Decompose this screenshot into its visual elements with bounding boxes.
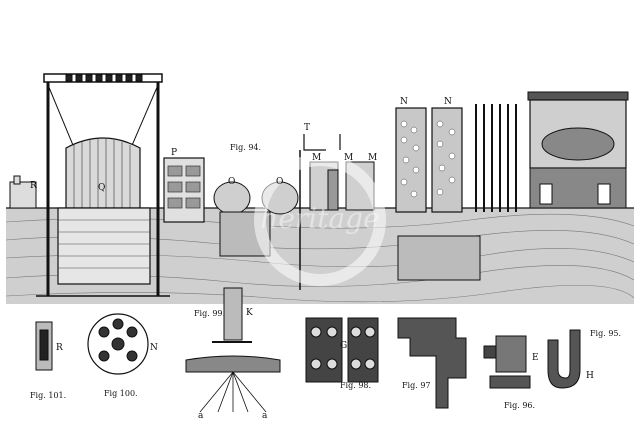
fig-95-drawing — [547, 329, 581, 389]
scrubber-towers — [395, 107, 481, 281]
caption-fig-95: Fig. 95. — [590, 329, 621, 338]
fig-101-drawing — [35, 321, 53, 371]
pipe-condenser — [475, 104, 517, 212]
gasholder — [36, 73, 170, 297]
label-n-fig100: N — [150, 343, 158, 353]
label-n-right: N — [444, 97, 452, 107]
caption-fig-98: Fig. 98. — [340, 381, 371, 390]
label-a-left-fig99: a — [198, 411, 204, 421]
caption-fig-99: Fig. 99. — [194, 309, 225, 318]
label-o-left: O — [228, 177, 235, 187]
label-r-house: R — [30, 181, 37, 191]
label-h-fig95: H — [586, 371, 594, 381]
retort-bench — [527, 91, 629, 209]
fig-99-drawing — [185, 287, 281, 413]
label-k-fig99: K — [246, 308, 253, 318]
label-o-right: O — [276, 177, 283, 187]
label-q-gasholder: Q — [98, 183, 105, 193]
caption-fig-101: Fig. 101. — [30, 391, 66, 400]
label-g-fig98: G — [340, 341, 347, 351]
purifier-tower — [163, 157, 205, 223]
caption-fig-97: Fig. 97 — [402, 381, 431, 390]
label-r-fig101: R — [56, 343, 63, 353]
label-a-right-fig99: a — [262, 411, 268, 421]
watermark: heritage — [254, 154, 386, 286]
small-retort-house — [9, 175, 37, 209]
label-m-first: M — [312, 153, 321, 163]
caption-fig-100: Fig 100. — [104, 389, 138, 398]
label-n-left: N — [400, 97, 408, 107]
label-p-purifier: P — [171, 148, 177, 158]
fig-100-drawing — [87, 313, 149, 375]
watermark-text: heritage — [260, 202, 379, 235]
fig-97-drawing — [397, 317, 467, 409]
label-m-third: M — [368, 153, 377, 163]
label-m-second: M — [344, 153, 353, 163]
labels: R Q P Fig. 94. O O T M M M N N R Fig. 10… — [30, 97, 621, 421]
fig-98-drawing — [305, 317, 379, 383]
label-e-fig96: E — [532, 353, 539, 363]
caption-fig-96: Fig. 96. — [504, 401, 535, 410]
caption-fig-94: Fig. 94. — [230, 143, 261, 152]
fig-96-drawing — [483, 335, 531, 389]
label-t-pipe: T — [304, 123, 310, 133]
